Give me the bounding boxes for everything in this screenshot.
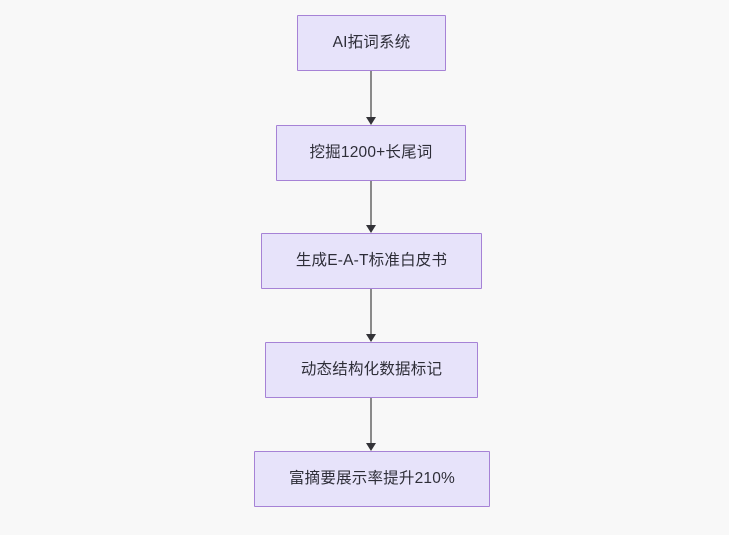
flowchart-node-mine-longtail-keywords[interactable]: 挖掘1200+长尾词 [276, 125, 466, 181]
arrowhead-down-icon [366, 334, 376, 342]
edge-node1-to-node2 [366, 71, 376, 125]
flowchart-node-generate-eat-whitepaper[interactable]: 生成E-A-T标准白皮书 [261, 233, 482, 289]
node-label: AI拓词系统 [332, 33, 411, 51]
edge-line [370, 181, 372, 226]
flowchart-node-ai-keyword-system[interactable]: AI拓词系统 [297, 15, 446, 71]
node-label: 动态结构化数据标记 [300, 360, 443, 378]
node-label: 生成E-A-T标准白皮书 [295, 251, 448, 269]
flowchart-node-dynamic-structured-data-markup[interactable]: 动态结构化数据标记 [265, 342, 478, 398]
edge-line [370, 289, 372, 335]
node-label: 挖掘1200+长尾词 [309, 143, 433, 161]
edge-node2-to-node3 [366, 181, 376, 233]
arrowhead-down-icon [366, 443, 376, 451]
arrowhead-down-icon [366, 225, 376, 233]
arrowhead-down-icon [366, 117, 376, 125]
edge-node3-to-node4 [366, 289, 376, 342]
flowchart-node-rich-snippet-rate-increase[interactable]: 富摘要展示率提升210% [254, 451, 490, 507]
edge-node4-to-node5 [366, 398, 376, 451]
edge-line [370, 71, 372, 118]
edge-line [370, 398, 372, 444]
node-label: 富摘要展示率提升210% [288, 469, 456, 487]
